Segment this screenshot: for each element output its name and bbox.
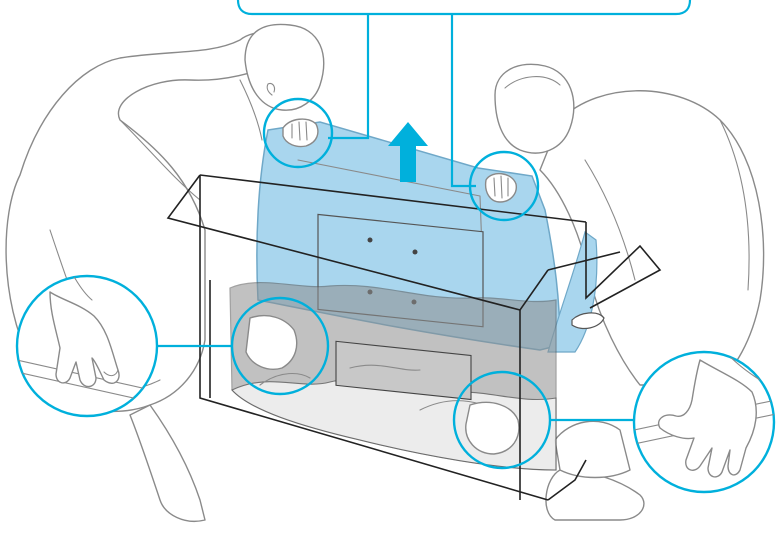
detail-left-hand [15, 274, 159, 418]
detail-right-hand [632, 350, 776, 494]
grip-circle-top-right [468, 150, 540, 222]
top-hands [282, 118, 517, 203]
top-callout-frame [236, 0, 692, 188]
protective-bag [229, 282, 557, 471]
arrow-up-icon [388, 122, 428, 182]
grip-circle-top-left [262, 97, 334, 169]
